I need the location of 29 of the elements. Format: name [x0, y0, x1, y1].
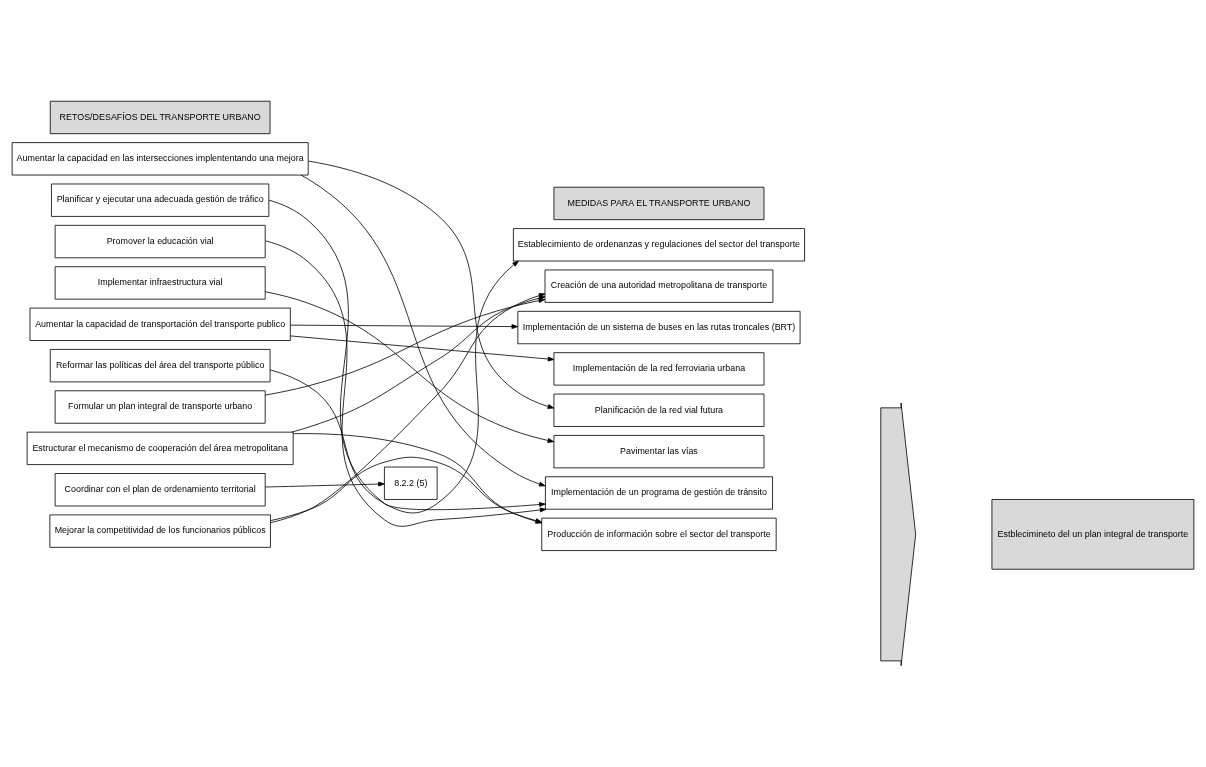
arrow — [269, 260, 519, 514]
node-box: RETOS/DESAFÍOS DEL TRANSPORTE URBANO — [49, 100, 271, 135]
node-box: Implementación de un programa de gestión de tránsito — [545, 476, 773, 510]
node-box: Aumentar la capacidad en las intersecciones implententando una mejora — [11, 142, 309, 176]
node-box: Producción de información sobre el sector del transporte — [541, 517, 777, 551]
node-box: Creación de una autoridad metropolitana de transporte — [544, 269, 774, 303]
node-box: Aumentar la capacidad de transportación del transporte publico — [29, 307, 291, 341]
node-box: Formular un plan integral de transporte urbano — [54, 390, 266, 424]
node-box: Implementar infraestructura vial — [54, 266, 266, 300]
node-box: Pavimentar las vías — [553, 435, 765, 469]
node-box: Establecimiento de ordenanzas y regulaciones del sector del transporte — [512, 228, 805, 262]
arrow — [308, 160, 555, 409]
node-box: Promover la educación vial — [54, 224, 266, 259]
node-box: Mejorar la competitividad de los funcionarios públicos — [49, 514, 271, 548]
arrow — [290, 324, 519, 329]
node-box: Coordinar con el plan de ordenamiento territorial — [54, 473, 266, 507]
node-box: Estructurar el mecanismo de cooperación del área metropolitana — [26, 431, 294, 465]
arrow — [264, 291, 555, 443]
node-box: Reformar las políticas del área del transporte público — [49, 349, 271, 383]
node-box: Planificación de la red vial futura — [553, 393, 765, 427]
node-box: Planificar y ejecutar una adecuada gestión de tráfico — [51, 183, 270, 217]
node-box: MEDIDAS PARA EL TRANSPORTE URBANO — [553, 186, 765, 221]
node-box: 8.2.2 (5) — [384, 466, 438, 500]
node-box: Implementación de la red ferroviaria urbana — [553, 352, 765, 386]
node-box: Estblecimineto del un plan integral de transporte — [991, 499, 1195, 570]
arrow — [290, 335, 555, 362]
node-box: Implementación de un sistema de buses en las rutas troncales (BRT) — [517, 310, 801, 345]
arrow — [265, 481, 385, 488]
node-chevron — [880, 402, 917, 667]
